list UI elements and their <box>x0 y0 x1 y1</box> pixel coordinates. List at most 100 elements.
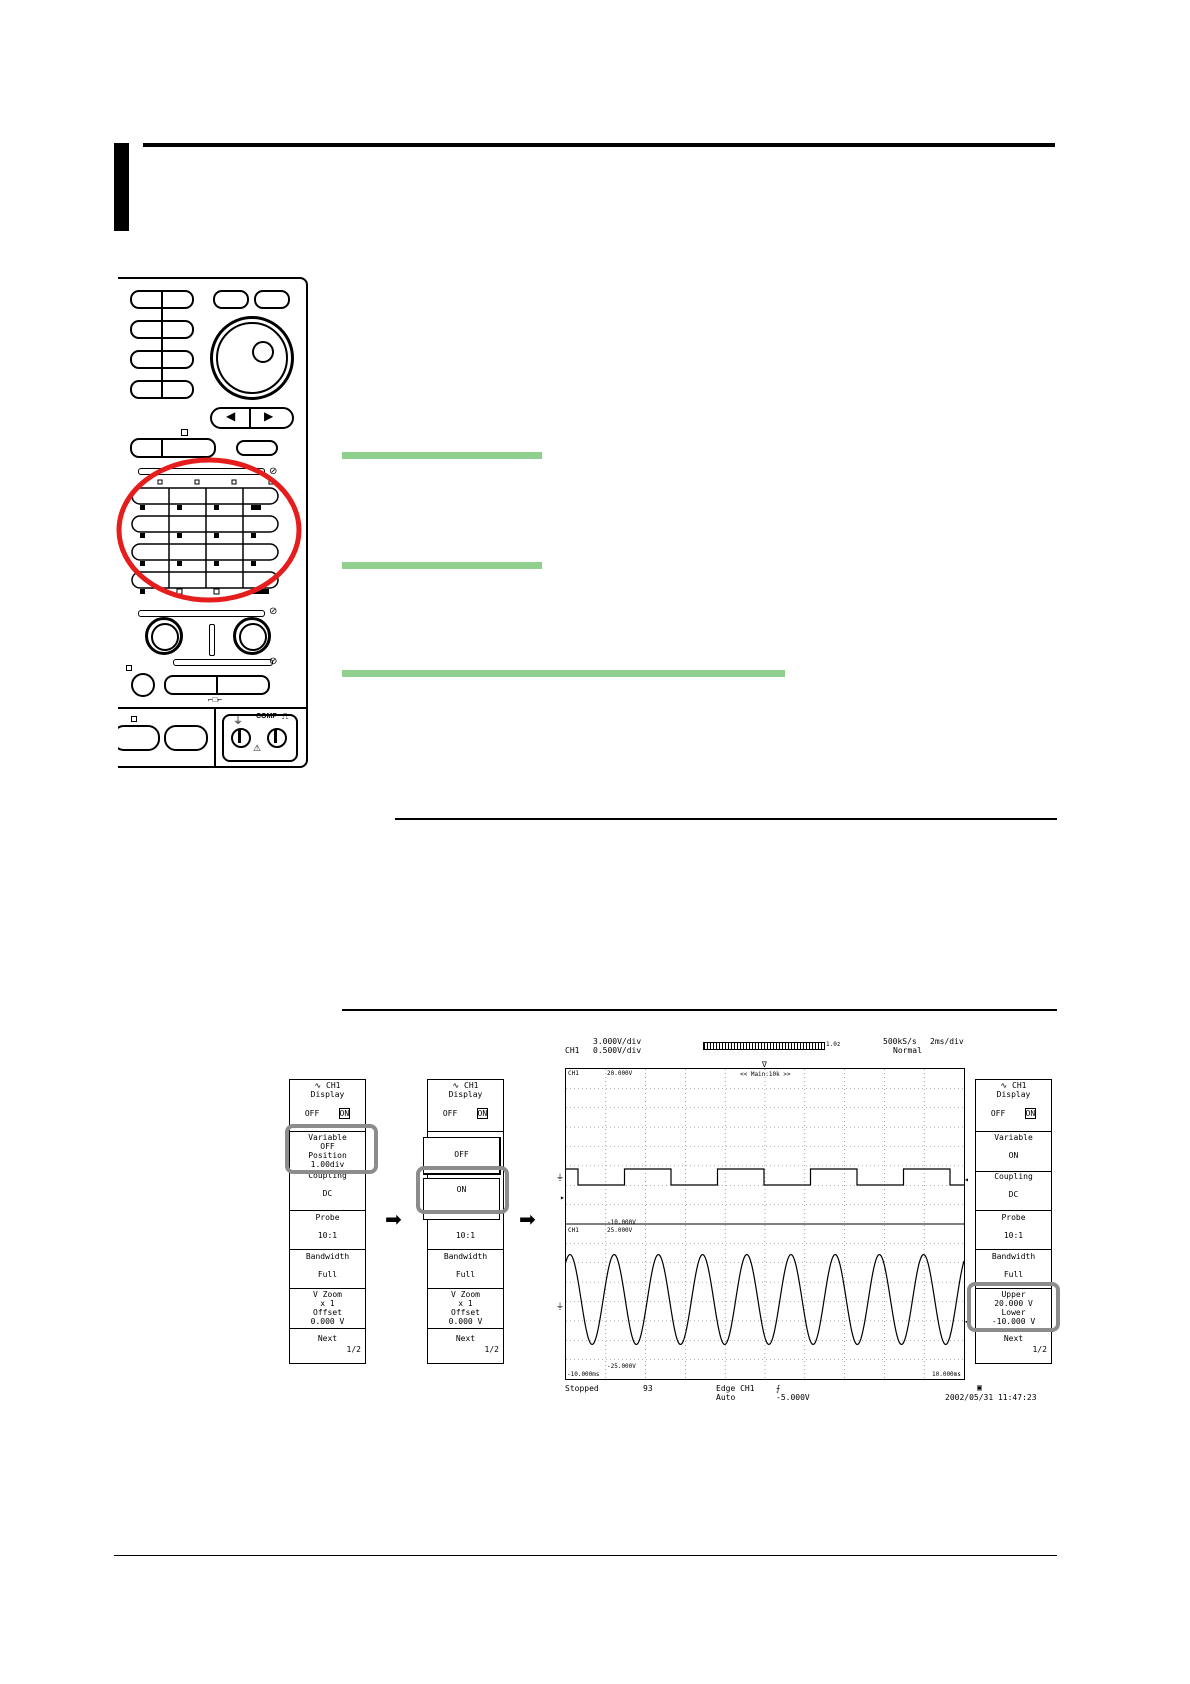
coupling-label: Coupling <box>308 1171 347 1180</box>
probe-terminal <box>231 728 251 748</box>
upper-bottom-value: -10.000V <box>607 1219 636 1226</box>
trigger-level-marker: ◂ <box>964 1317 969 1326</box>
bandwidth-label: Bandwidth <box>443 1252 488 1261</box>
panel-button <box>118 725 160 751</box>
vzoom-label: V Zoom <box>313 1290 342 1299</box>
left-arrow-button <box>210 407 294 429</box>
option-off-label: OFF <box>454 1150 469 1159</box>
trigger-slope-icon: ⨍ <box>776 1384 781 1393</box>
bandwidth-softkey[interactable]: Bandwidth Full <box>976 1249 1051 1289</box>
vzoom-offset-softkey[interactable]: V Zoom x 1 Offset 0.000 V <box>428 1288 503 1329</box>
display-on[interactable]: ON <box>1024 1108 1037 1119</box>
warning-icon: ⚠ <box>253 743 262 753</box>
menu-title: CH1 <box>464 1081 479 1090</box>
vzoom-value: x 1 <box>458 1299 473 1308</box>
offset-value: 0.000 V <box>448 1317 483 1326</box>
main-label: << Main:10k >> <box>740 1071 791 1078</box>
probe-value: 10:1 <box>455 1231 476 1240</box>
vdiv-2: 0.500V/div <box>593 1046 642 1055</box>
ch1-menu-variable-on: ∿ CH1 Display OFF ON Variable ON Couplin… <box>975 1079 1052 1364</box>
next-label: Next <box>455 1334 476 1343</box>
vdiv-1: 3.000V/div <box>593 1037 642 1046</box>
trigger-level-marker: ◂ <box>964 1175 969 1184</box>
probe-softkey[interactable]: Probe 10:1 <box>290 1210 365 1250</box>
offset-label: Offset <box>451 1308 480 1317</box>
bandwidth-softkey[interactable]: Bandwidth Full <box>290 1249 365 1289</box>
next-softkey[interactable]: Next 1/2 <box>290 1328 365 1363</box>
menu-title: CH1 <box>326 1081 341 1090</box>
probe-value: 10:1 <box>1003 1231 1024 1240</box>
wave-icon: ∿ <box>314 1081 322 1090</box>
display-label: Display <box>996 1090 1031 1099</box>
ground-marker: ⏚ <box>556 1173 564 1182</box>
sine-waveform <box>565 1253 965 1346</box>
on-option-highlight <box>416 1166 509 1214</box>
variable-softkey[interactable]: Variable ON <box>976 1131 1051 1172</box>
time-div: 2ms/div <box>930 1037 964 1046</box>
highlight-ellipse <box>116 457 302 603</box>
figure-rule <box>342 1009 1057 1011</box>
trigger-type: Edge CH1 <box>716 1384 755 1393</box>
panel-button <box>236 440 278 456</box>
upper-label: Upper <box>1001 1290 1026 1299</box>
vzoom-label: V Zoom <box>451 1290 480 1299</box>
variable-label: Variable <box>308 1133 347 1142</box>
panel-button <box>164 725 208 751</box>
panel-button <box>213 290 249 309</box>
trigger-marker: ▸ <box>560 1193 565 1202</box>
time-left: -10.000ms <box>567 1371 600 1378</box>
trigger-level: -5.000V <box>776 1393 810 1402</box>
coupling-softkey[interactable]: Coupling DC <box>290 1171 365 1211</box>
vzoom-value: x 1 <box>320 1299 335 1308</box>
next-softkey[interactable]: Next 1/2 <box>428 1328 503 1363</box>
ch1-menu-variable-select: ∿ CH1 Display OFF ON OFF ON 10:1 Bandwid… <box>423 1079 504 1364</box>
display-off[interactable]: OFF <box>442 1109 458 1118</box>
header-rule <box>143 143 1055 147</box>
coupling-value: DC <box>1008 1190 1019 1199</box>
time-right: 10.000ms <box>932 1371 961 1378</box>
bandwidth-label: Bandwidth <box>305 1252 350 1261</box>
probe-label: Probe <box>315 1213 340 1222</box>
variable-highlight <box>285 1124 378 1174</box>
lower-bottom-value: -25.000V <box>607 1363 636 1370</box>
bandwidth-softkey[interactable]: Bandwidth Full <box>428 1249 503 1289</box>
bandwidth-value: Full <box>1003 1270 1024 1279</box>
next-page: 1/2 <box>484 1345 499 1354</box>
vzoom-offset-softkey[interactable]: V Zoom x 1 Offset 0.000 V <box>290 1288 365 1329</box>
display-on[interactable]: ON <box>338 1108 351 1119</box>
menu-title: CH1 <box>1012 1081 1027 1090</box>
upper-ch-label: CH1 <box>568 1070 579 1077</box>
record-marker: 1.0z <box>826 1041 841 1048</box>
coupling-label: Coupling <box>994 1172 1033 1181</box>
channel-keys <box>130 478 280 608</box>
status: Stopped <box>565 1384 599 1393</box>
offset-value: 0.000 V <box>310 1317 345 1326</box>
footer-rule <box>114 1555 1057 1556</box>
coupling-value: DC <box>322 1189 333 1198</box>
jog-dial-inner <box>216 322 288 394</box>
trigger-mode: Auto <box>716 1393 736 1402</box>
square-wave-icon: ⎍ <box>282 711 289 721</box>
bandwidth-label: Bandwidth <box>991 1252 1036 1261</box>
display-label: Display <box>448 1090 483 1099</box>
probe-softkey[interactable]: Probe 10:1 <box>976 1210 1051 1250</box>
display-off[interactable]: OFF <box>990 1109 1006 1118</box>
acq-mode: Normal <box>893 1046 922 1055</box>
display-on[interactable]: ON <box>476 1108 489 1119</box>
probe-label: Probe <box>1001 1213 1026 1222</box>
front-panel: ◀ ▶ ⊘ <box>118 277 308 768</box>
next-softkey[interactable]: Next 1/2 <box>976 1328 1051 1363</box>
trigger-pos-marker: ∇ <box>762 1060 767 1069</box>
offset-label: Offset <box>313 1308 342 1317</box>
lower-value: -10.000 V <box>991 1317 1036 1326</box>
ground-marker: ⏚ <box>556 1302 564 1311</box>
chapter-tab <box>114 143 129 231</box>
lower-ch-label: CH1 <box>568 1227 579 1234</box>
wave-icon: ∿ <box>1000 1081 1008 1090</box>
next-page: 1/2 <box>1032 1345 1047 1354</box>
scale-knob <box>233 617 271 655</box>
next-label: Next <box>317 1334 338 1343</box>
display-label: Display <box>310 1090 345 1099</box>
display-off[interactable]: OFF <box>304 1109 320 1118</box>
coupling-softkey[interactable]: Coupling DC <box>976 1171 1051 1211</box>
